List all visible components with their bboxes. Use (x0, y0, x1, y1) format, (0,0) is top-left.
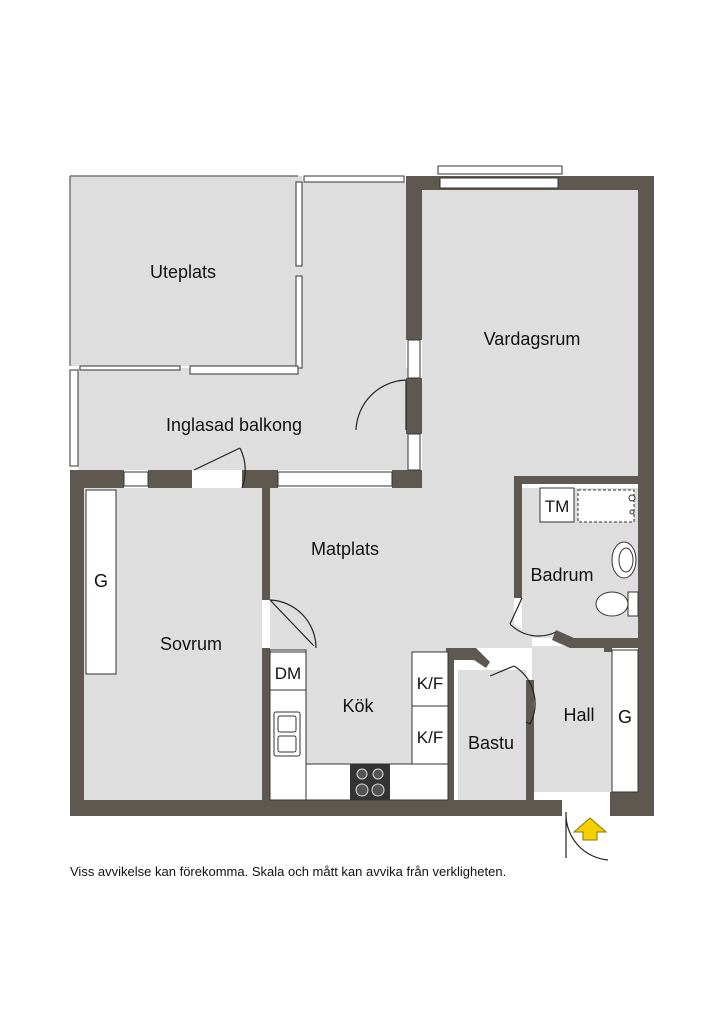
wardrobe-sovrum (85, 489, 117, 675)
room-label-uteplats: Uteplats (150, 262, 216, 282)
windows (69, 165, 563, 487)
window-vardagsrum-top (437, 165, 563, 175)
toilet-bowl (595, 591, 629, 617)
balcony-floor (78, 368, 420, 470)
label-fridge-freezer-2: K/F (417, 728, 443, 747)
door-glass-vardagsrum-2 (407, 433, 421, 471)
room-label-kok: Kök (342, 696, 374, 716)
label-wardrobe-sovrum: G (94, 571, 108, 591)
fridge-box-1 (411, 651, 449, 707)
door-balcony-vardagsrum (355, 379, 407, 431)
window-sovrum (123, 471, 149, 487)
shower (577, 489, 635, 523)
room-label-sovrum: Sovrum (160, 634, 222, 654)
room-label-vardagsrum: Vardagsrum (484, 329, 581, 349)
bastu-floor (458, 670, 526, 800)
stove (350, 764, 390, 800)
dishwasher-box (269, 651, 307, 691)
toilet-tank (627, 591, 639, 617)
label-dishwasher: DM (275, 664, 301, 683)
window-balcony-left (69, 369, 79, 467)
room-label-inglasad-balkong: Inglasad balkong (166, 415, 302, 435)
window-uteplats-bottom (189, 365, 299, 375)
shower-head (628, 494, 636, 502)
room-label-matplats: Matplats (311, 539, 379, 559)
door-balcony-sovrum (193, 447, 246, 489)
disclaimer-text: Viss avvikelse kan förekomma. Skala och … (70, 864, 507, 879)
door-swings (193, 379, 609, 861)
hall-floor (532, 646, 612, 792)
window-balcony-top (303, 175, 405, 183)
door-sovrum-matplats (269, 599, 317, 649)
window-matplats (277, 471, 393, 487)
central-floor (270, 478, 638, 766)
door-glass-vardagsrum-1 (407, 339, 421, 379)
label-fridge-freezer-1: K/F (417, 674, 443, 693)
room-label-badrum: Badrum (530, 565, 593, 585)
fixture-labels: G G DM K/F K/F TM (94, 497, 632, 747)
label-wardrobe-hall: G (618, 707, 632, 727)
fridge-box-2 (411, 705, 449, 765)
room-label-bastu: Bastu (468, 733, 514, 753)
vardagsrum-floor (422, 190, 638, 480)
door-entrance (565, 811, 609, 861)
door-badrum (509, 597, 557, 637)
washing-machine-box (539, 487, 575, 523)
room-label-hall: Hall (563, 705, 594, 725)
uteplats-floor (70, 176, 302, 366)
window-balcony-mid (295, 181, 303, 267)
terrace-outline (69, 175, 298, 366)
balcony-upper-floor (302, 182, 406, 370)
room-labels: Uteplats Vardagsrum Inglasad balkong Mat… (150, 262, 595, 753)
wardrobe-hall (611, 649, 639, 793)
label-washing-machine: TM (545, 497, 570, 516)
door-bastu (489, 665, 536, 725)
entrance-arrow-icon (572, 817, 608, 841)
